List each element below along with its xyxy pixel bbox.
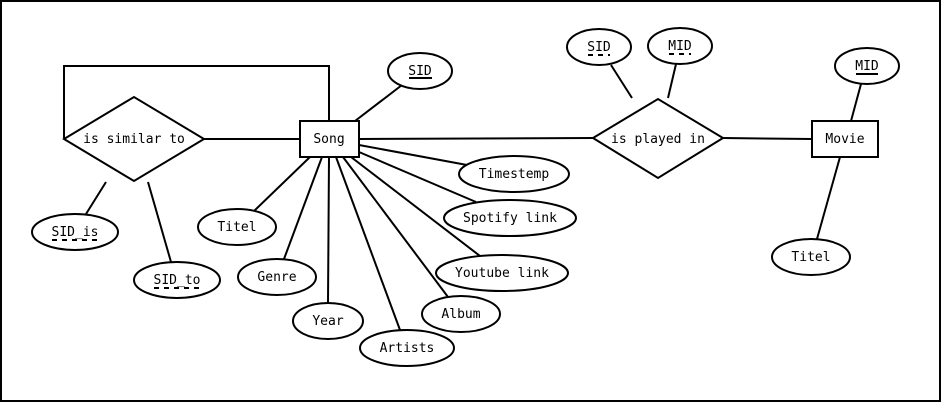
relationship-label: is played in xyxy=(611,132,705,147)
song-spotify-line xyxy=(358,151,477,203)
attribute-ellipse xyxy=(771,238,851,276)
attribute-ellipse xyxy=(237,258,317,296)
attribute-label: Timestemp xyxy=(479,167,550,182)
attribute-played-mid[interactable]: MID xyxy=(647,27,713,65)
attribute-ellipse xyxy=(421,295,501,333)
attribute-song-spotify[interactable]: Spotify link xyxy=(443,199,577,237)
attribute-song-timestamp[interactable]: Timestemp xyxy=(458,155,570,193)
relationship-is-similar-to[interactable]: is similar to xyxy=(62,95,206,183)
attribute-ellipse xyxy=(197,208,277,246)
attribute-label: Album xyxy=(441,307,480,322)
attribute-ellipse xyxy=(566,28,632,66)
attribute-label: Genre xyxy=(257,270,296,285)
connector-lines xyxy=(63,63,862,331)
played-sid-line xyxy=(610,64,633,99)
diamond-shape xyxy=(591,97,725,180)
played-movie-line xyxy=(722,137,813,140)
song-titel-line xyxy=(253,156,311,212)
relationship-label: is similar to xyxy=(83,132,185,147)
attribute-label: SID_is xyxy=(52,225,99,240)
attribute-label: SID xyxy=(408,64,432,79)
attribute-label: Year xyxy=(312,314,343,329)
attribute-label: SID xyxy=(587,40,611,55)
entity-label: Song xyxy=(313,132,344,147)
attribute-ellipse xyxy=(435,254,569,292)
attribute-song-titel[interactable]: Titel xyxy=(197,208,277,246)
attribute-ellipse xyxy=(387,52,453,90)
self-loop-line xyxy=(63,65,330,138)
attribute-ellipse xyxy=(359,329,455,367)
diamond-shape xyxy=(62,95,206,183)
entity-box xyxy=(811,120,879,158)
attribute-song-year[interactable]: Year xyxy=(292,302,364,340)
entity-song[interactable]: Song xyxy=(299,120,360,158)
song-artists-line xyxy=(335,156,401,331)
attribute-song-youtube[interactable]: Youtube link xyxy=(435,254,569,292)
attribute-label: Titel xyxy=(791,250,830,265)
attribute-ellipse xyxy=(647,27,713,65)
song-timestamp-line xyxy=(358,144,468,166)
attribute-similar-sid-is[interactable]: SID_is xyxy=(31,213,119,251)
attribute-label: MID xyxy=(855,59,879,74)
relationship-is-played-in[interactable]: is played in xyxy=(591,97,725,180)
attribute-ellipse xyxy=(834,47,900,85)
song-sid-line xyxy=(354,84,403,122)
attribute-ellipse xyxy=(458,155,570,193)
attribute-ellipse xyxy=(292,302,364,340)
sid-is-line xyxy=(85,181,107,215)
attribute-song-artists[interactable]: Artists xyxy=(359,329,455,367)
played-mid-line xyxy=(667,63,677,99)
attribute-label: Spotify link xyxy=(463,211,557,226)
sid-to-line xyxy=(147,181,172,263)
movie-mid-line xyxy=(850,83,862,122)
attribute-label: Titel xyxy=(217,220,256,235)
attribute-song-album[interactable]: Album xyxy=(421,295,501,333)
attribute-movie-mid[interactable]: MID xyxy=(834,47,900,85)
attribute-ellipse xyxy=(443,199,577,237)
song-genre-line xyxy=(283,156,323,260)
attribute-played-sid[interactable]: SID xyxy=(566,28,632,66)
song-album-line xyxy=(342,156,449,298)
attribute-song-genre[interactable]: Genre xyxy=(237,258,317,296)
entity-label: Movie xyxy=(825,132,864,147)
song-year-line xyxy=(327,156,330,304)
song-youtube-line xyxy=(350,156,481,257)
attribute-song-sid[interactable]: SID xyxy=(387,52,453,90)
attribute-label: Artists xyxy=(380,341,435,356)
attribute-label: SID_to xyxy=(154,273,201,288)
attribute-similar-sid-to[interactable]: SID_to xyxy=(133,261,221,299)
movie-titel-line xyxy=(816,156,841,240)
attribute-label: Youtube link xyxy=(455,266,549,281)
entity-movie[interactable]: Movie xyxy=(811,120,879,158)
song-played-line xyxy=(358,137,594,140)
entity-box xyxy=(299,120,360,158)
attribute-movie-titel[interactable]: Titel xyxy=(771,238,851,276)
attribute-label: MID xyxy=(668,39,692,54)
